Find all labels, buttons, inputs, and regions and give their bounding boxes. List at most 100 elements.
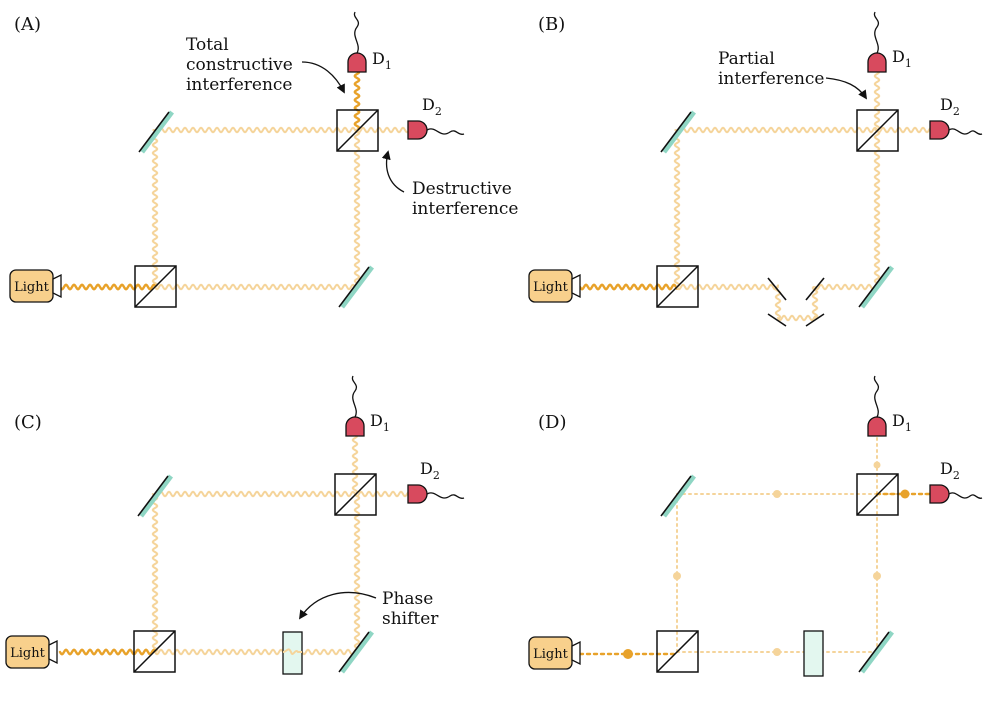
panel-c-beam-top	[154, 490, 356, 498]
panel-a-beam-top	[154, 126, 358, 134]
panel-d-d1-label: D1	[892, 411, 912, 434]
panel-b-beam-right	[873, 129, 881, 288]
panel-b-annotation-partial: Partial interference	[718, 49, 868, 100]
panel-b-beam-lower-1	[676, 283, 779, 291]
panel-b-label: (B)	[538, 14, 565, 35]
panel-c: (C) Light	[5, 375, 465, 675]
panel-a-beam-left	[151, 129, 159, 288]
panel-d-photon-to-d2	[900, 489, 910, 499]
panel-c-mirror-bottom-right	[338, 630, 374, 674]
panel-d-mirror-bottom-right	[858, 630, 894, 674]
panel-b-beam-top	[676, 126, 878, 134]
panel-c-light-source: Light	[5, 635, 58, 669]
panel-c-beam-right	[353, 493, 361, 653]
panel-b-beam-to-d2	[876, 126, 931, 134]
panel-d-light-source: Light	[528, 636, 581, 670]
panel-a-light-source: Light	[9, 269, 62, 303]
panel-b-delay-mirror-4	[805, 313, 825, 327]
svg-text:Total: Total	[186, 35, 229, 55]
panel-c-mirror-top-left	[137, 474, 173, 518]
svg-text:Partial: Partial	[718, 49, 775, 69]
svg-text:interference: interference	[186, 75, 292, 95]
panel-d-photon-to-d1	[873, 461, 881, 469]
svg-text:interference: interference	[718, 69, 824, 89]
panel-c-beam-splitter-input	[133, 630, 176, 673]
panel-d-d2-label: D2	[940, 459, 960, 482]
panel-a-beam-input	[58, 283, 157, 291]
panel-a-beam-lower	[154, 283, 358, 291]
panel-b-detector-d1: D1	[867, 11, 912, 73]
panel-c-annotation-phase-shifter: Phase shifter	[298, 589, 439, 629]
panel-a-beam-right	[353, 129, 361, 288]
panel-a-beam-to-d1	[353, 66, 361, 132]
panel-d-mirror-top-left	[660, 474, 696, 518]
panel-b-beam-lower-2	[814, 283, 878, 291]
panel-a-annotation-destructive: Destructive interference	[381, 150, 518, 219]
svg-text:interference: interference	[412, 199, 518, 219]
panel-b-beam-left	[673, 129, 681, 288]
panel-c-beam-lower-1	[154, 648, 284, 656]
panel-a-mirror-top-left	[138, 110, 174, 154]
panel-b-delay-mirror-3	[767, 313, 787, 327]
panel-a-beam-to-d2	[356, 126, 409, 134]
panel-b-delay-mirror-2	[805, 277, 825, 301]
panel-c-phase-shifter	[282, 631, 303, 675]
svg-text:shifter: shifter	[382, 609, 439, 629]
panel-a-annotation-constructive: Total constructive interference	[186, 35, 345, 95]
panel-b-delay-mirror-1	[767, 277, 787, 301]
panel-d-beam-splitter-output	[856, 473, 899, 516]
panel-b-mirror-bottom-right	[858, 265, 894, 309]
panel-b-d2-label: D2	[940, 95, 960, 118]
panel-c-beam-input	[58, 648, 157, 656]
panel-c-beam-left	[151, 493, 159, 653]
panel-d-photon-left	[673, 572, 681, 580]
panel-a-beam-splitter-output	[336, 109, 379, 152]
panel-b-beam-splitter-input	[656, 265, 699, 308]
panel-c-d1-label: D1	[370, 411, 390, 434]
panel-d-phase-shifter	[803, 630, 824, 677]
panel-b-light-source: Light	[528, 269, 581, 303]
panel-b-beam-to-d1	[873, 67, 881, 131]
panel-d-detector-d2: D2	[929, 459, 983, 504]
panel-d-light-label: Light	[533, 647, 568, 662]
panel-b: (B) Light	[528, 11, 983, 327]
panel-a-beam-splitter-input	[134, 265, 177, 308]
panel-b-beam-delay-bottom	[777, 314, 816, 322]
panel-d-detector-d1: D1	[867, 375, 912, 437]
panel-d-photon-input	[623, 649, 633, 659]
panel-c-d2-label: D2	[420, 459, 440, 482]
svg-text:Phase: Phase	[382, 589, 433, 609]
panel-a-detector-d2: D2	[407, 95, 465, 140]
panel-a-d2-label: D2	[422, 95, 442, 118]
panel-d-photon-right	[873, 572, 881, 580]
panel-b-beam-input	[578, 283, 679, 291]
panel-c-detector-d1: D1	[345, 375, 390, 437]
panel-b-detector-d2: D2	[929, 95, 983, 140]
panel-c-beam-splitter-output	[334, 473, 377, 516]
panel-b-light-label: Light	[533, 280, 568, 295]
panel-d-beam-splitter-input	[656, 630, 699, 673]
panel-a: (A) Light	[9, 11, 518, 309]
panel-c-beam-to-d2	[354, 490, 409, 498]
panel-b-mirror-top-left	[660, 110, 696, 154]
panel-d-photon-top	[773, 490, 781, 498]
panel-c-label: (C)	[14, 412, 42, 433]
panel-a-label: (A)	[14, 14, 41, 35]
panel-d-photon-lower	[773, 648, 781, 656]
panel-c-light-label: Light	[10, 646, 45, 661]
panel-c-beam-to-d1	[351, 435, 359, 495]
panel-b-beam-splitter-output	[856, 109, 899, 152]
panel-b-beam-delay-up	[811, 286, 819, 319]
panel-a-light-label: Light	[14, 280, 49, 295]
panel-a-d1-label: D1	[372, 49, 392, 72]
svg-text:constructive: constructive	[186, 55, 293, 75]
panel-a-detector-d1: D1	[347, 11, 392, 73]
svg-text:Destructive: Destructive	[412, 179, 512, 199]
panel-d-label: (D)	[538, 412, 566, 433]
panel-c-beam-lower-2	[301, 648, 358, 656]
panel-a-mirror-bottom-right	[338, 265, 374, 309]
panel-c-detector-d2: D2	[407, 459, 465, 504]
panel-d: (D) Light	[528, 375, 983, 677]
panel-b-d1-label: D1	[892, 47, 912, 70]
